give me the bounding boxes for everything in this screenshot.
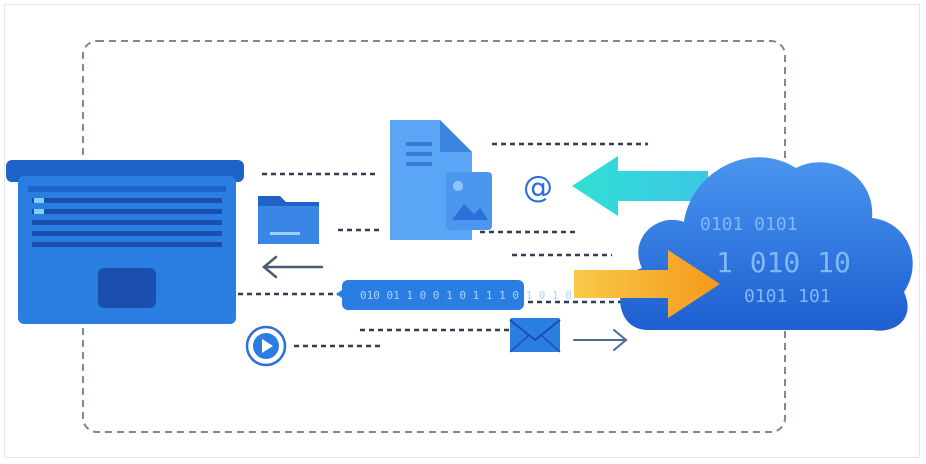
cloud-binary-row2: 1 010 10 [716,246,851,279]
cloud-binary-row1: 0101 0101 [700,214,798,235]
incoming-arrow-icon [572,156,708,216]
cloud-binary-row3: 0101 101 [744,286,831,307]
folder-icon [258,196,319,244]
right-arrow-icon [573,329,628,351]
email-at-icon: @ [523,170,553,205]
play-icon [245,325,287,367]
connector-lines [238,142,648,348]
envelope-icon [509,318,561,353]
message-bar-icon: 010 01 1 0 0 1 0 1 1 1 0 1 0 1 0 [336,280,572,310]
left-arrow-icon [262,255,324,279]
outgoing-arrow-icon [574,250,720,318]
message-bar-text: 010 01 1 0 0 1 0 1 1 1 0 1 0 1 0 [360,289,572,302]
laptop-icon [6,160,244,324]
image-icon [446,172,492,230]
